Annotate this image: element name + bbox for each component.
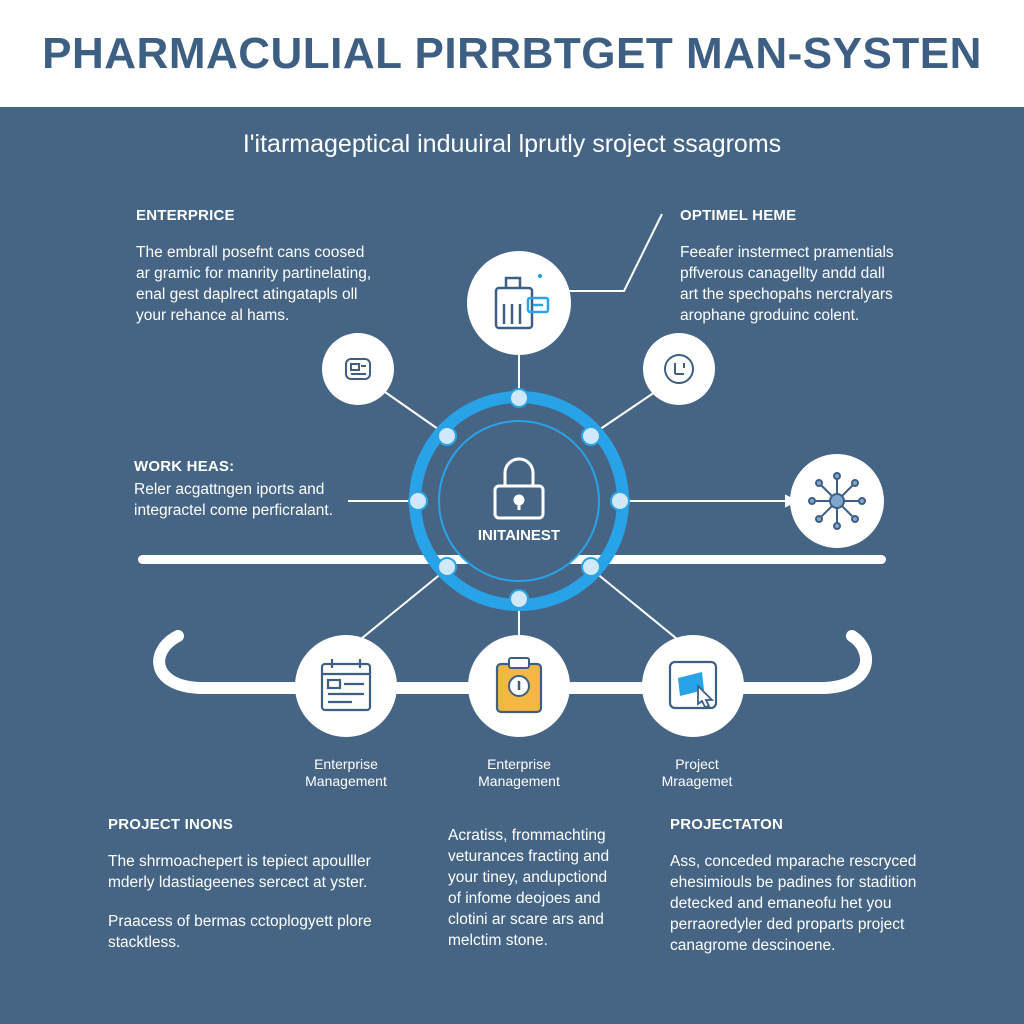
node-top-center	[467, 251, 571, 355]
text-line: arophane groduinc colent.	[680, 307, 860, 324]
text-line: pffverous canagellty andd dall	[680, 265, 885, 282]
project-inons-block: PROJECT INONS The shrmoachepert is tepie…	[108, 816, 372, 953]
subtitle: I'itarmageptical induuiral lprutly sroje…	[242, 130, 782, 158]
text-line: clotini ar scare ars and	[448, 911, 604, 928]
enterprise-text: The embrall posefnt cans coosed ar grami…	[136, 242, 371, 326]
text-line: veturances fracting and	[448, 848, 610, 865]
hub-label: INITAINEST	[478, 527, 560, 544]
text-line: The embrall posefnt cans coosed	[136, 244, 365, 261]
text-line: enal gest daplrect atingatapls oll	[136, 286, 358, 303]
text-line: mderly ldastiageenes sercect at yster.	[108, 874, 368, 891]
optimel-text: Feeafer instermect pramentials pffverous…	[680, 242, 894, 326]
connector-callout	[568, 213, 663, 292]
text-line: integractel come perficralant.	[134, 502, 334, 519]
center-text: Acratiss, frommachting veturances fracti…	[448, 825, 609, 951]
center-text-block: Acratiss, frommachting veturances fracti…	[448, 825, 609, 951]
text-line: ehesimiouls be padines for stadition	[670, 874, 917, 891]
projectaton-heading: PROJECTATON	[670, 816, 784, 833]
node-label-3: Project Mraagemet	[617, 756, 777, 790]
gauge-icon	[664, 354, 694, 384]
project-inons-para2: Praacess of bermas cctoplogyett plore st…	[108, 911, 372, 953]
node-label-line: Enterprise	[487, 756, 551, 772]
lock-icon	[493, 457, 545, 520]
dashboard-icon	[345, 358, 371, 380]
page-title: PHARMACULIAL PIRRBTGET MAN-SYSTEN	[42, 28, 982, 78]
hub-dot	[581, 557, 601, 577]
text-line: Praacess of bermas cctoplogyett plore	[108, 913, 372, 930]
calendar-icon	[320, 659, 372, 712]
text-line: art the spechopahs nercralyars	[680, 286, 893, 303]
hub-dot	[437, 426, 457, 446]
text-line: detecked and emaneofu het you	[670, 895, 892, 912]
network-icon	[808, 472, 866, 530]
text-line: perraoredyler ded proparts project	[670, 916, 905, 933]
text-line: The shrmoachepert is tepiect apoulller	[108, 853, 371, 870]
node-label-line: Project	[675, 756, 719, 772]
lab-equipment-icon	[494, 274, 550, 330]
work-text: Reler acgattngen iports and integractel …	[134, 479, 333, 521]
text-line: Feeafer instermect pramentials	[680, 244, 894, 261]
projectaton-block: PROJECTATON Ass, conceded mparache rescr…	[670, 816, 916, 956]
clipboard-icon	[495, 657, 543, 714]
hub-dots	[408, 388, 630, 609]
node-label-line: Enterprise	[314, 756, 378, 772]
project-inons-para1: The shrmoachepert is tepiect apoulller m…	[108, 851, 372, 893]
node-label-1: Enterprise Management	[266, 756, 426, 790]
enterprise-heading: ENTERPRICE	[136, 207, 235, 224]
node-top-right	[643, 333, 715, 405]
optimel-heading: OPTIMEL HEME	[680, 207, 797, 224]
work-block: WORK HEAS: Reler acgattngen iports and i…	[134, 458, 333, 521]
text-line: ar gramic for manrity partinelating,	[136, 265, 372, 282]
node-label-2: Enterprise Management	[439, 756, 599, 790]
text-line: your rehance al hams.	[136, 307, 290, 324]
node-label-line: Mraagemet	[661, 773, 733, 789]
text-line: Acratiss, frommachting	[448, 827, 606, 844]
pointer-icon	[668, 660, 718, 710]
enterprise-block: ENTERPRICE The embrall posefnt cans coos…	[136, 207, 371, 326]
node-label-line: Management	[305, 773, 387, 789]
text-line: canagrome descinoene.	[670, 937, 836, 954]
optimel-block: OPTIMEL HEME Feeafer instermect pramenti…	[680, 207, 894, 326]
hub-dot	[408, 491, 428, 511]
hub-dot	[509, 589, 529, 609]
hub-dot	[509, 388, 529, 408]
hub-dot	[610, 491, 630, 511]
title-bar: PHARMACULIAL PIRRBTGET MAN-SYSTEN	[0, 0, 1024, 107]
hub-dot	[437, 557, 457, 577]
hub-dot	[581, 426, 601, 446]
text-line: melctim stone.	[448, 932, 548, 949]
text-line: Reler acgattngen iports and	[134, 481, 325, 498]
work-heading: WORK HEAS:	[134, 458, 235, 475]
text-line: your tiney, andupctiond	[448, 869, 608, 886]
text-line: stacktless.	[108, 934, 181, 951]
text-line: of infome deojoes and	[448, 890, 601, 907]
project-inons-heading: PROJECT INONS	[108, 816, 234, 833]
node-label-line: Management	[478, 773, 560, 789]
text-line: Ass, conceded mparache rescryced	[670, 853, 917, 870]
projectaton-text: Ass, conceded mparache rescryced ehesimi…	[670, 851, 916, 956]
node-bottom-1	[295, 635, 397, 737]
